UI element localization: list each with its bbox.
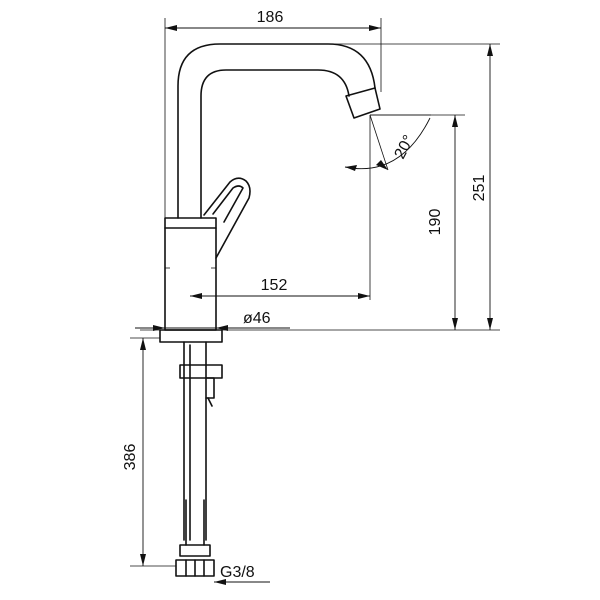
dim-label-thread: G3/8 (220, 564, 255, 581)
spout-aerator (345, 87, 381, 119)
dim-label-152: 152 (261, 277, 288, 294)
dim-height-251 (487, 44, 493, 330)
dim-height-190 (452, 115, 458, 330)
lever-handle-inner (212, 185, 244, 223)
spout-inner (200, 69, 350, 219)
dim-diameter-46 (135, 325, 290, 331)
flex-hose (185, 499, 205, 546)
dim-label-186: 186 (257, 9, 284, 26)
hose-connector-nut (175, 559, 215, 577)
dim-label-angle: 20° (392, 133, 418, 162)
fixing-screw-tip (207, 397, 213, 407)
dim-width-186 (165, 25, 381, 31)
spout-outer (177, 43, 376, 219)
dim-label-190: 190 (427, 209, 444, 236)
lever-handle (203, 177, 251, 259)
fixing-screw (205, 377, 215, 399)
extension-lines (130, 18, 500, 567)
dim-label-251: 251 (471, 175, 488, 202)
dim-label-diameter: ø46 (243, 310, 271, 327)
faucet-base-block (164, 217, 217, 331)
mounting-plate (159, 329, 223, 343)
mounting-shank (183, 341, 207, 541)
dim-angle-20 (344, 114, 431, 171)
fixing-nut (179, 364, 223, 379)
dim-pipe-386 (140, 338, 146, 566)
dim-thread (214, 579, 270, 585)
dim-reach-152 (190, 293, 370, 299)
dim-label-386: 386 (122, 444, 139, 471)
hose-connector (179, 544, 211, 557)
